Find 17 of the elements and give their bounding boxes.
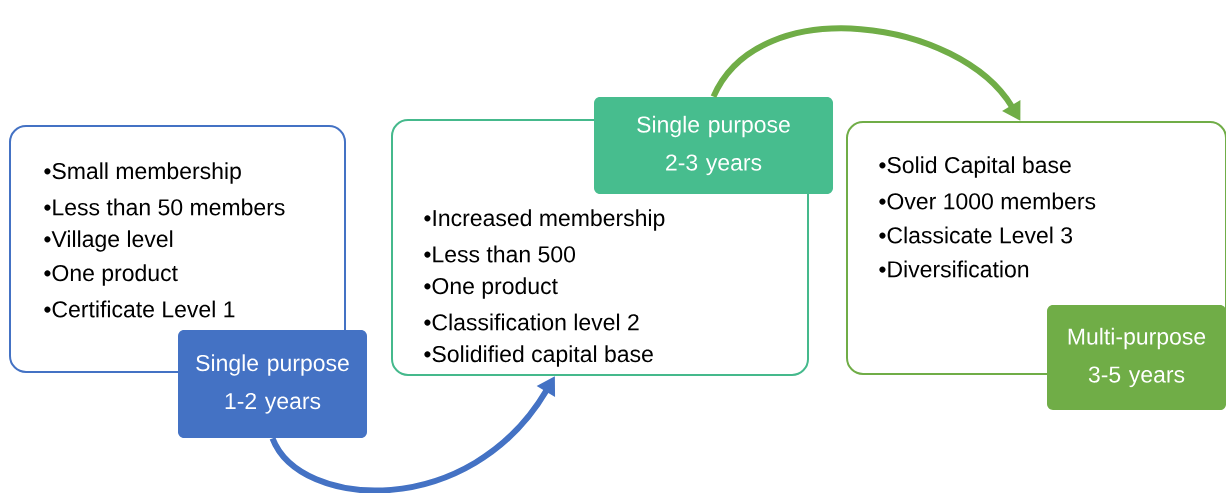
list-item: •Diversification <box>879 260 1029 278</box>
list-item: •Solidified capital base <box>424 345 653 367</box>
list-item: •One product <box>44 264 178 286</box>
list-item: •Less than 500 <box>424 245 575 263</box>
label-box: Single purpose 1-2 years <box>178 330 367 438</box>
list-item: •Certificate Level 1 <box>44 300 235 318</box>
list-item: •Small membership <box>44 162 241 184</box>
list-item: •Over 1000 members <box>879 192 1096 210</box>
list-item: •Solid Capital base <box>879 156 1071 178</box>
list-item: •Village level <box>44 230 173 252</box>
list-item: •Classification level 2 <box>424 313 639 331</box>
label-box: Multi-purpose 3-5 years <box>1047 305 1226 410</box>
list-item: •Less than 50 members <box>44 198 285 216</box>
list-item: •Increased membership <box>424 209 665 231</box>
label-box: Single purpose 2-3 years <box>594 97 833 194</box>
list-item: •Classicate Level 3 <box>879 226 1073 244</box>
list-item: •One product <box>424 277 558 299</box>
